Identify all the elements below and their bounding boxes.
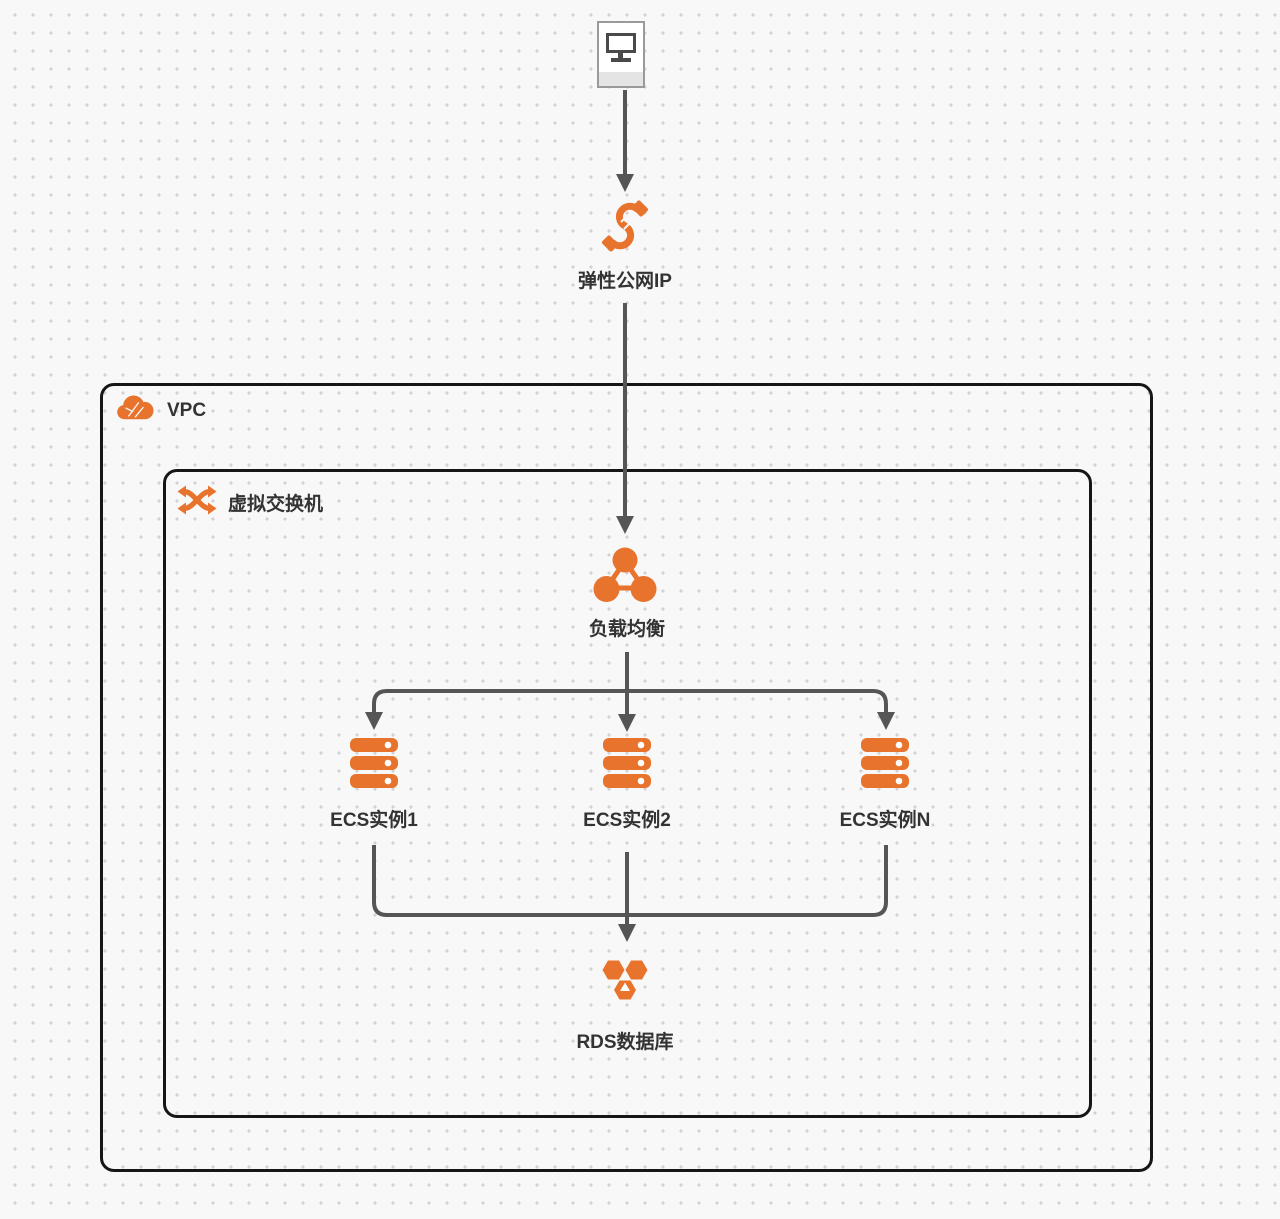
- slb-label: 负载均衡: [588, 619, 666, 640]
- load-balancer-icon: [592, 546, 658, 609]
- vswitch-label: 虚拟交换机: [228, 494, 324, 515]
- client-node: [597, 21, 645, 88]
- server-stack-icon: [861, 738, 909, 793]
- vpc-header: VPC: [114, 394, 206, 427]
- server-stack-icon: [603, 738, 651, 793]
- vpc-label: VPC: [167, 399, 207, 421]
- ecs1-label: ECS实例1: [330, 810, 418, 831]
- server-stack-icon: [350, 738, 398, 793]
- cable-connector-icon: [597, 198, 653, 259]
- rds-label: RDS数据库: [576, 1032, 674, 1053]
- vswitch-container-box: [163, 469, 1092, 1118]
- hexagon-database-icon: [597, 958, 653, 1009]
- ecs2-label: ECS实例2: [583, 810, 671, 831]
- card-footer-strip: [599, 72, 643, 86]
- cloud-icon: [114, 394, 156, 427]
- crossed-arrows-icon: [177, 482, 217, 523]
- vswitch-header: 虚拟交换机: [177, 482, 323, 523]
- ecsn-label: ECS实例N: [839, 810, 931, 831]
- eip-label: 弹性公网IP: [578, 271, 672, 292]
